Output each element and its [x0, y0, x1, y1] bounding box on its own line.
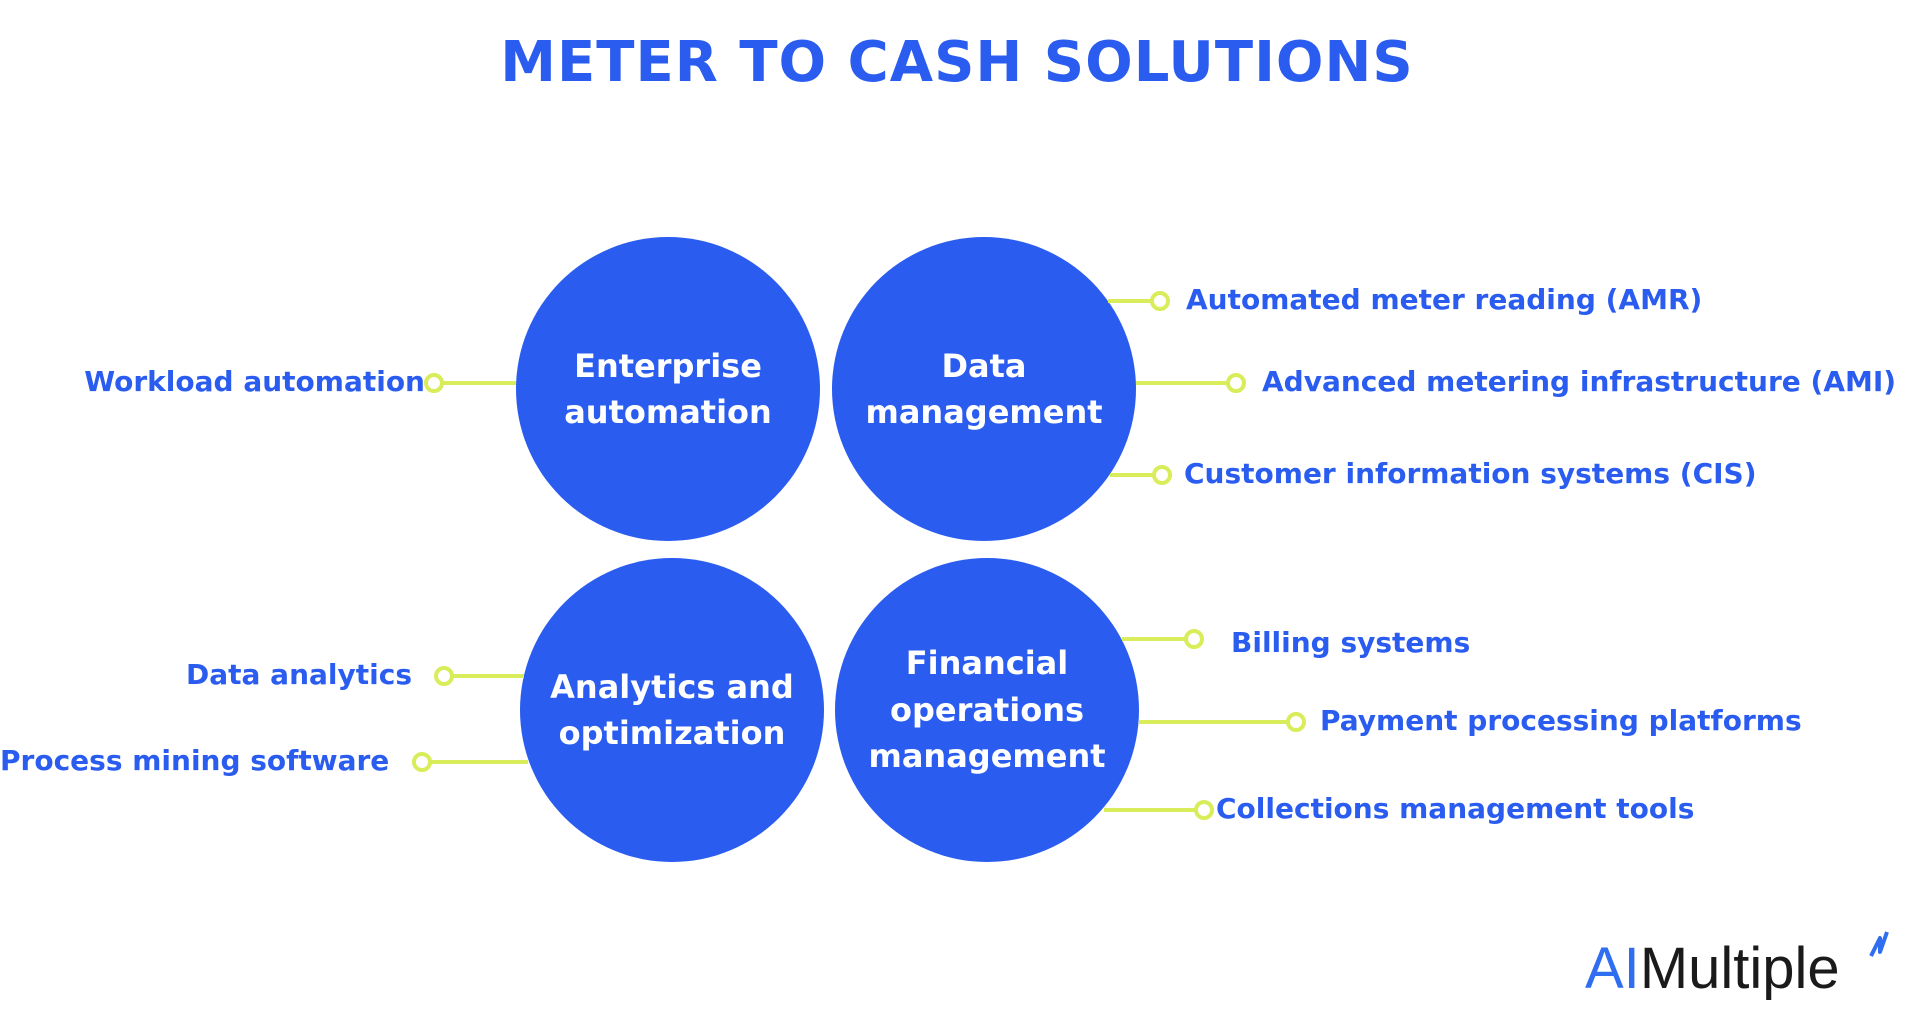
label-billing: Billing systems: [1231, 626, 1471, 659]
label-amr: Automated meter reading (AMR): [1186, 283, 1703, 316]
circle-data-management: [832, 237, 1136, 541]
label-ami: Advanced metering infrastructure (AMI): [1262, 365, 1897, 398]
logo-multiple-text: Multiple: [1639, 936, 1840, 1001]
connector-dot-data-analytics: [434, 666, 454, 686]
circle-analytics-optimization: [520, 558, 824, 862]
label-payment: Payment processing platforms: [1320, 704, 1802, 737]
connector-dot-billing: [1184, 629, 1204, 649]
label-process-mining: Process mining software: [0, 744, 390, 777]
label-collections: Collections management tools: [1216, 792, 1695, 825]
connector-dot-ami: [1226, 373, 1246, 393]
logo-spark-icon: [1869, 931, 1889, 957]
label-cis: Customer information systems (CIS): [1184, 457, 1757, 490]
circle-label-enterprise-automation: Enterprise automation: [564, 346, 772, 431]
connector-dot-process-mining: [412, 752, 432, 772]
connector-dot-payment: [1286, 712, 1306, 732]
connector-dot-collections: [1194, 800, 1214, 820]
label-data-analytics: Data analytics: [186, 658, 412, 691]
connector-dot-cis: [1152, 465, 1172, 485]
connector-dot-workload-automation: [424, 373, 444, 393]
aimultiple-logo: AIMultiple: [1585, 940, 1840, 998]
logo-ai-text: AI: [1585, 936, 1640, 1001]
circle-label-data-management: Data management: [865, 346, 1103, 431]
page-title: METER TO CASH SOLUTIONS: [500, 30, 1414, 95]
circle-label-analytics-optimization: Analytics and optimization: [550, 667, 794, 752]
label-workload-automation: Workload automation: [84, 365, 425, 398]
connector-dot-amr: [1150, 291, 1170, 311]
circle-financial-operations: [835, 558, 1139, 862]
circle-label-financial-operations: Financial operations management: [868, 644, 1106, 776]
circle-enterprise-automation: [516, 237, 820, 541]
